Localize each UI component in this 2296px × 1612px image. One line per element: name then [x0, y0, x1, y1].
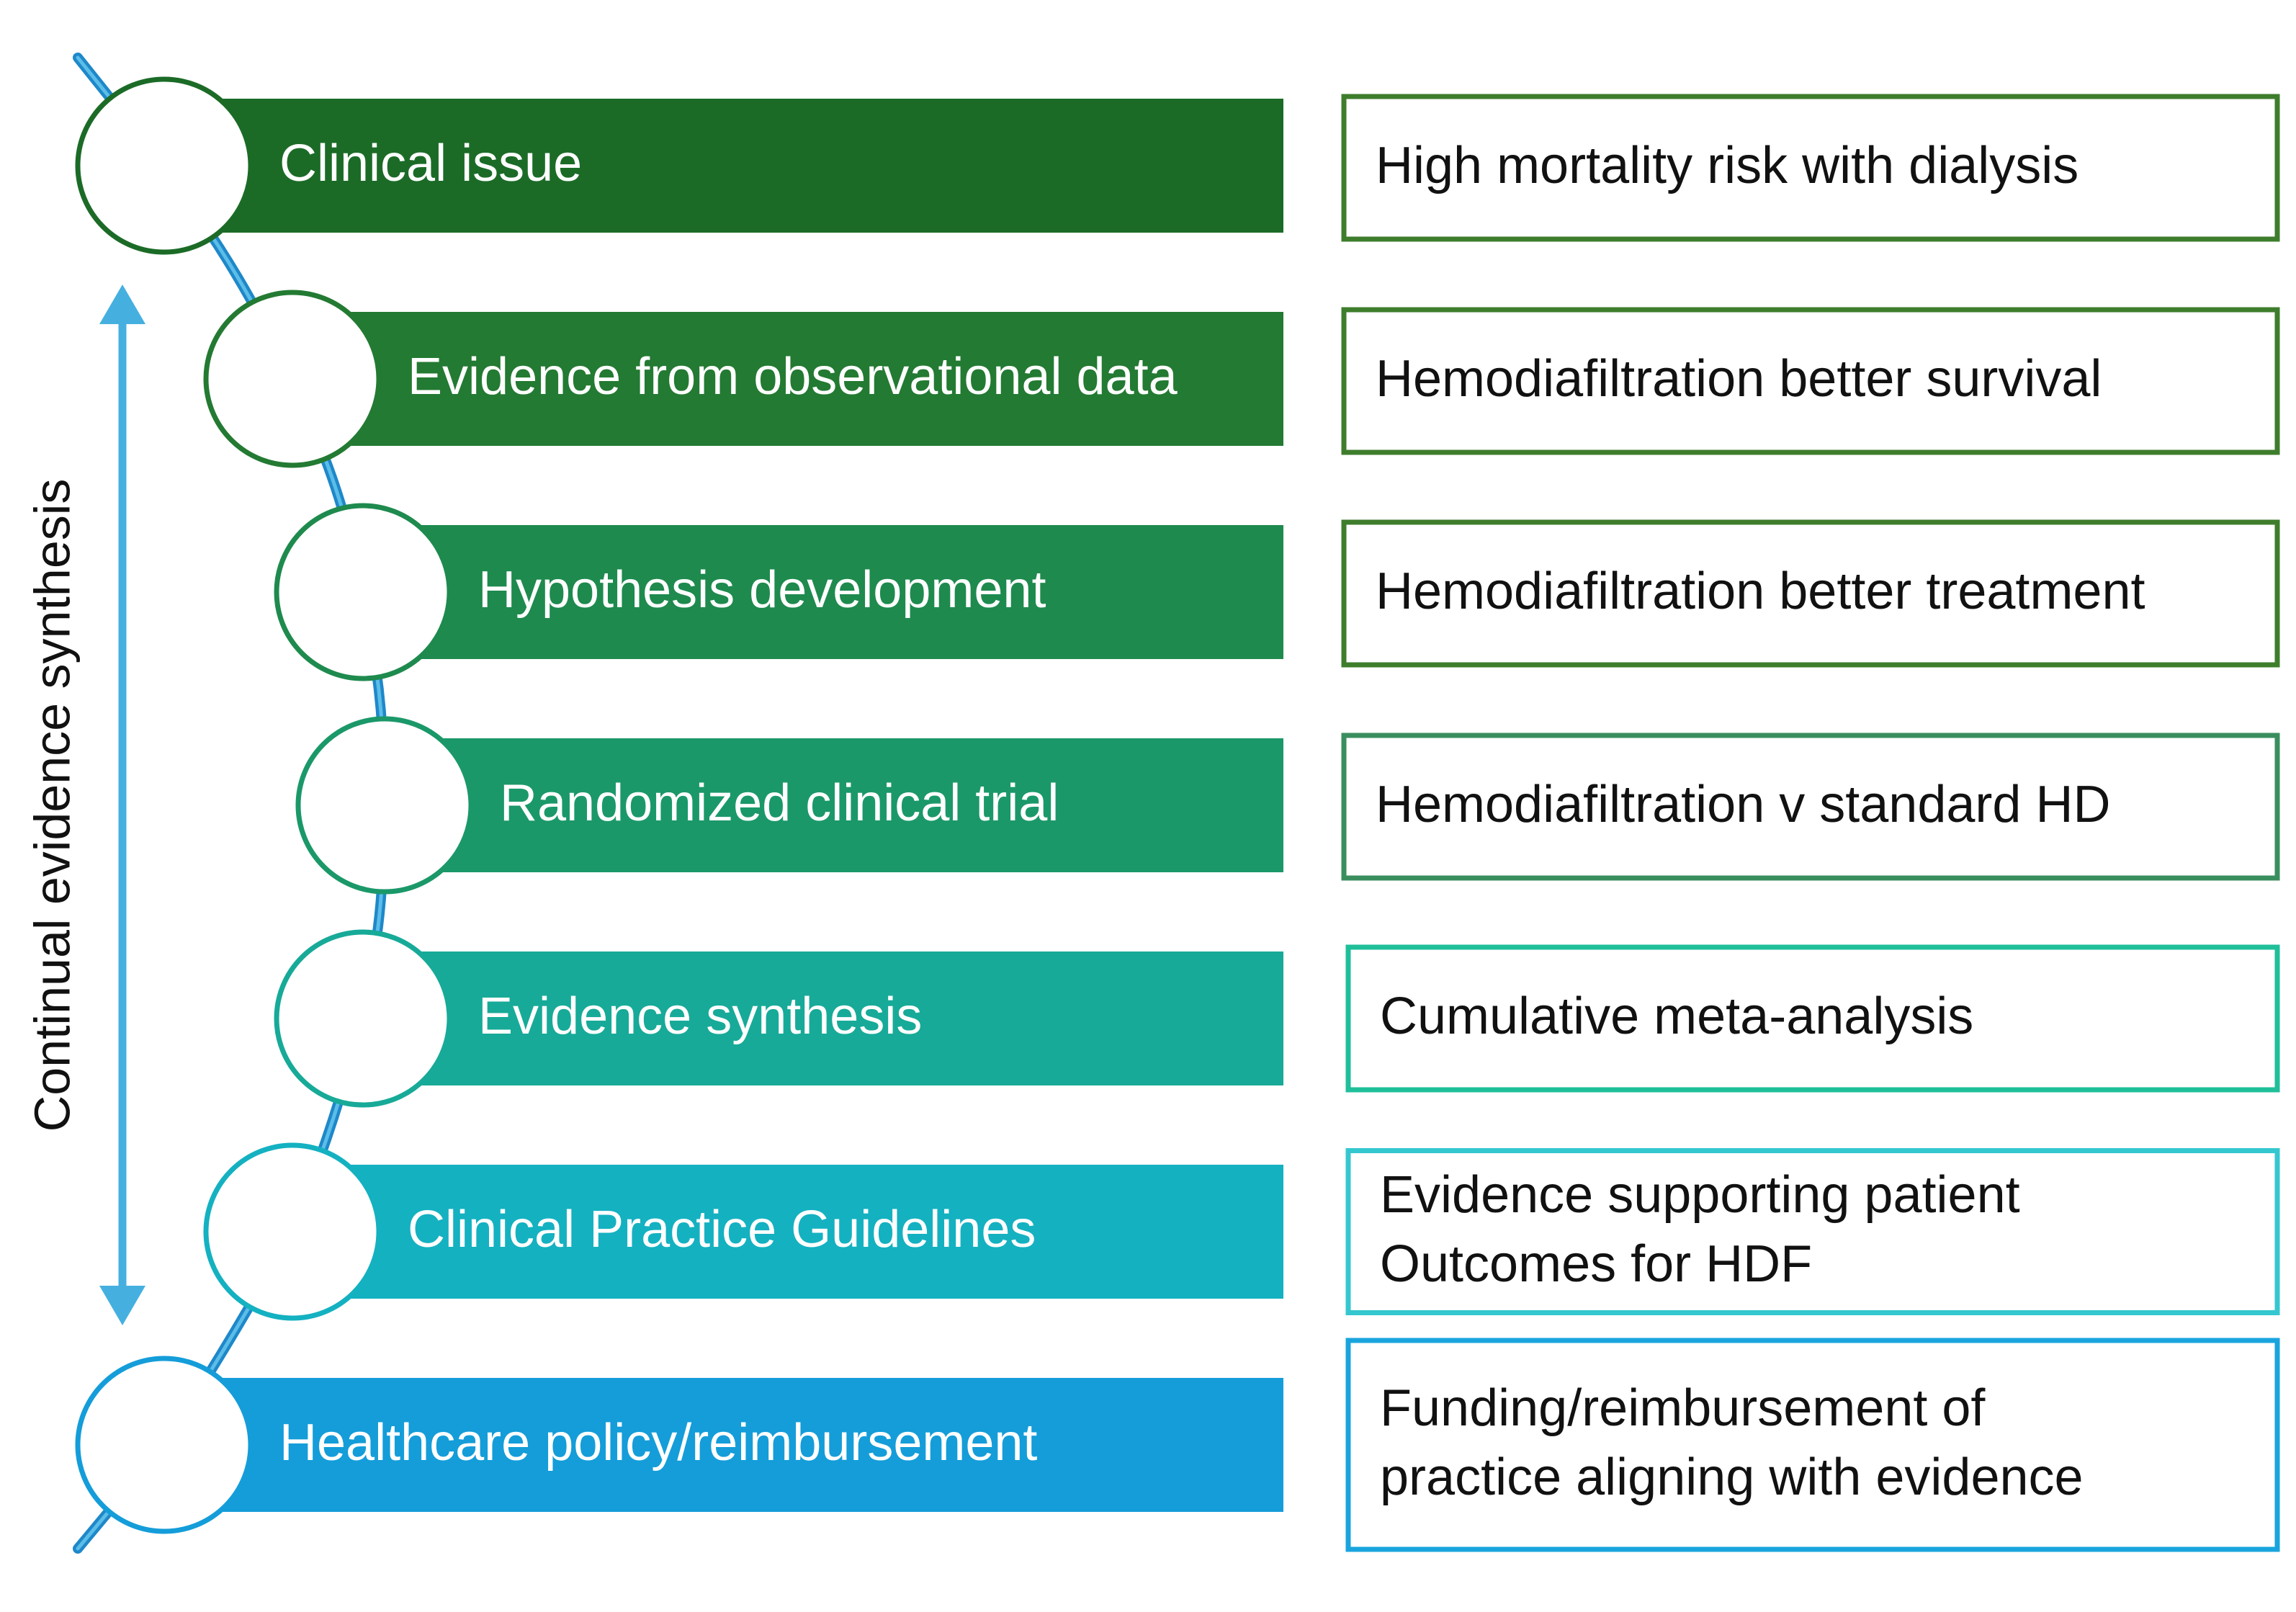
outcome-text: Funding/reimbursement of: [1380, 1379, 1986, 1437]
outcome-border: [1341, 519, 2280, 668]
step-5: Evidence synthesis: [274, 929, 1283, 1108]
double-headed-arrow: [99, 285, 145, 1325]
step-bar: [164, 99, 1283, 233]
step-3: Hypothesis development: [274, 503, 1283, 681]
step-bar: [292, 312, 1283, 446]
step-label: Evidence synthesis: [478, 988, 922, 1045]
outcome-text: High mortality risk with dialysis: [1376, 137, 2078, 194]
step-label: Hypothesis development: [478, 561, 1046, 619]
step-circle: [203, 1142, 382, 1321]
outcome-border: [1345, 944, 2280, 1093]
step-label: Randomized clinical trial: [500, 774, 1059, 832]
outcome-border: [1341, 733, 2280, 881]
outcome-border: [1341, 94, 2280, 242]
step-label: Clinical Practice Guidelines: [408, 1201, 1036, 1258]
step-6: Clinical Practice Guidelines: [203, 1142, 1283, 1321]
outcome-box-1: High mortality risk with dialysis: [1341, 94, 2280, 242]
step-circle: [274, 503, 452, 681]
outcome-border: [1341, 307, 2280, 455]
outcome-border: [1345, 1148, 2280, 1315]
outcome-text: Hemodiafiltration better treatment: [1376, 563, 2145, 620]
outcome-box-2: Hemodiafiltration better survival: [1341, 307, 2280, 455]
step-2: Evidence from observational data: [203, 290, 1283, 468]
step-bar: [363, 951, 1283, 1085]
step-1: Clinical issue: [75, 76, 1283, 255]
outcome-box-4: Hemodiafiltration v standard HD: [1341, 733, 2280, 881]
step-circle: [75, 76, 254, 255]
step-circle: [274, 929, 452, 1108]
outcome-box-3: Hemodiafiltration better treatment: [1341, 519, 2280, 668]
step-7: Healthcare policy/reimbursement: [75, 1356, 1283, 1534]
step-label: Clinical issue: [279, 135, 582, 192]
step-label: Healthcare policy/reimbursement: [279, 1414, 1037, 1472]
step-label: Evidence from observational data: [408, 348, 1178, 406]
outcome-text: Evidence supporting patient: [1380, 1166, 2020, 1224]
step-bar: [164, 1378, 1283, 1512]
step-circle: [295, 716, 474, 895]
side-label: Continual evidence synthesis: [24, 479, 80, 1132]
outcome-text: Hemodiafiltration better survival: [1376, 350, 2102, 408]
step-circle: [75, 1356, 254, 1534]
outcome-text: practice aligning with evidence: [1380, 1448, 2084, 1506]
step-bar: [292, 1165, 1283, 1299]
outcomes-layer: High mortality risk with dialysisHemodia…: [1341, 94, 2280, 1552]
outcome-box-7: Funding/reimbursement of practice alignin…: [1345, 1338, 2280, 1552]
outcome-border: [1345, 1338, 2280, 1552]
step-bar: [385, 738, 1283, 872]
outcome-text: Hemodiafiltration v standard HD: [1376, 776, 2110, 833]
outcome-text: Cumulative meta-analysis: [1380, 988, 1973, 1045]
step-circle: [203, 290, 382, 468]
outcome-box-5: Cumulative meta-analysis: [1345, 944, 2280, 1093]
step-4: Randomized clinical trial: [295, 716, 1283, 895]
step-bar: [363, 525, 1283, 659]
outcome-text: Outcomes for HDF: [1380, 1235, 1812, 1293]
